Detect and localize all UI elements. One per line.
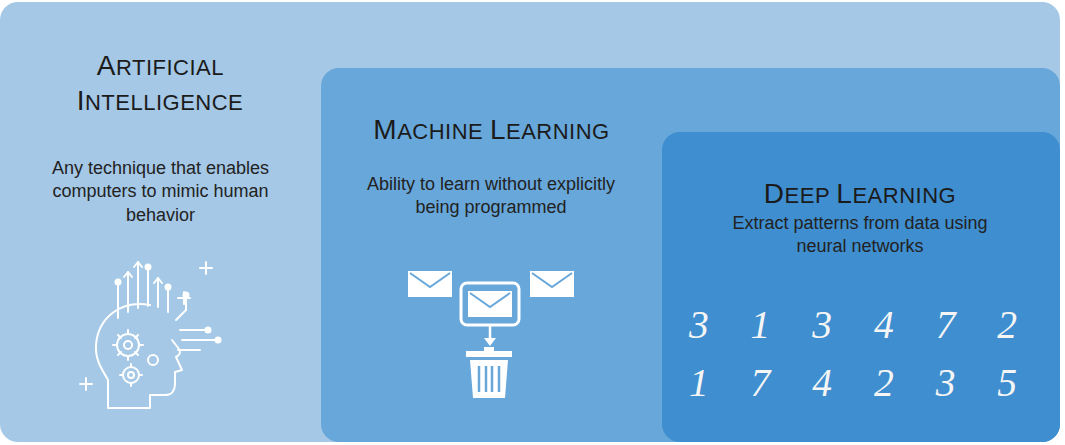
spam-filter-icon: [408, 271, 574, 398]
handwritten-digits: 3 1 3 4 7 2: [662, 306, 1060, 346]
region-title: MACHINE LEARNING: [331, 112, 652, 147]
region-description: Ability to learn without explicitly bein…: [361, 173, 621, 220]
region-description: Any technique that enables computers to …: [38, 157, 283, 227]
handwritten-digits: 1 7 4 2 3 5: [662, 364, 1060, 404]
region-description: Extract patterns from data using neural …: [707, 212, 1013, 259]
region-title: ARTIFICIAL INTELLIGENCE: [40, 48, 280, 118]
ai-head-icon: [80, 262, 221, 408]
region-panel: MACHINE LEARNING Ability to learn without…: [321, 68, 1060, 442]
region-title: DEEP LEARNING: [672, 176, 1048, 211]
region-panel: DEEP LEARNINGExtract patterns from data …: [662, 132, 1060, 442]
